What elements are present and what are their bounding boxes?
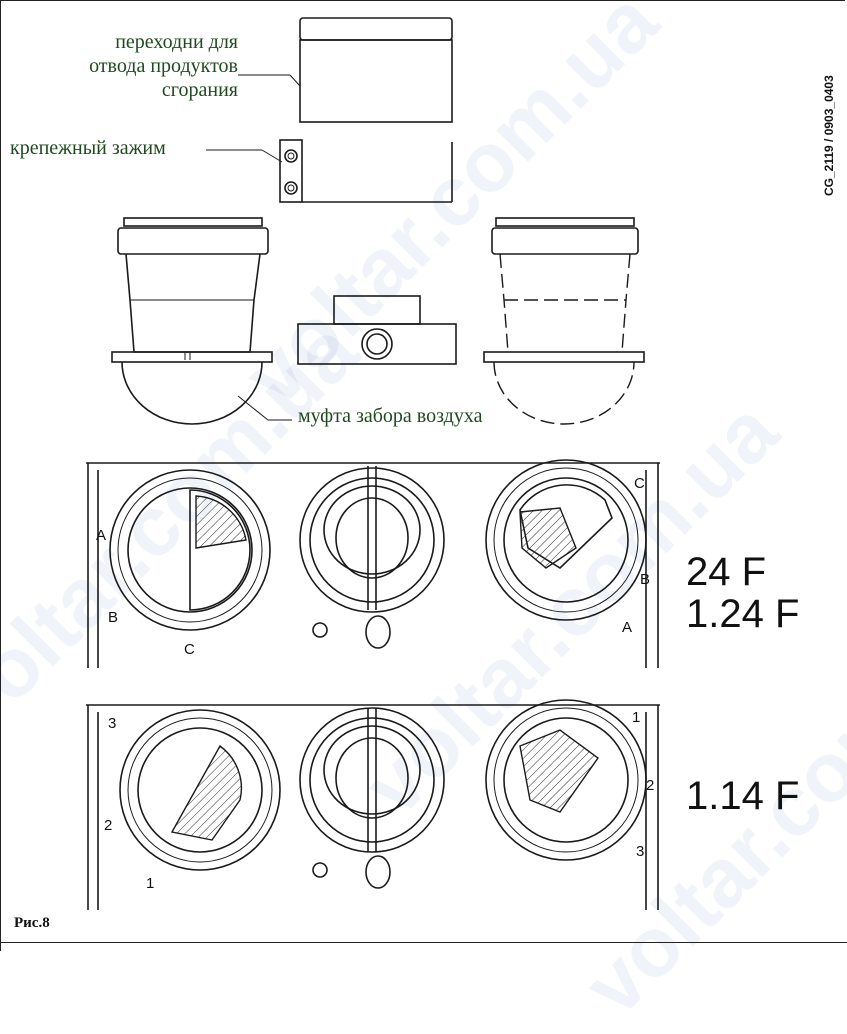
- marker-right-2: 2: [646, 777, 654, 794]
- marker-right-c: C: [634, 475, 645, 492]
- clamp-drawing: [206, 139, 453, 203]
- marker-left-2: 2: [104, 817, 112, 834]
- model-label-24f: 24 F: [686, 550, 767, 594]
- figure-frame: [0, 0, 845, 951]
- air-coupling-label: муфта забора воздуха: [298, 405, 483, 427]
- marker-left-c: C: [184, 641, 195, 658]
- flue-adapter-label: переходни для отвода продуктов сгорания: [89, 31, 238, 101]
- figure-label: Рис.8: [14, 915, 50, 931]
- model-label-124f: 1.24 F: [686, 592, 800, 636]
- marker-left-1: 1: [146, 875, 154, 892]
- marker-right-b: B: [640, 571, 650, 588]
- marker-right-3: 3: [636, 843, 644, 860]
- clamp-label: крепежный зажим: [10, 137, 166, 159]
- document-code: CG_2119 / 0903_0403: [822, 75, 836, 196]
- boiler-top-114f: [86, 699, 660, 910]
- air-coupling-hidden-view: [483, 217, 645, 425]
- marker-left-a: A: [96, 527, 106, 544]
- flue-adapter-drawing: [238, 17, 453, 123]
- marker-left-3: 3: [108, 715, 116, 732]
- marker-left-b: B: [108, 609, 118, 626]
- model-label-114f: 1.14 F: [686, 774, 800, 818]
- air-coupling-solid-view: [111, 217, 292, 425]
- technical-drawing: A B C C B A 3 2 1 1 2 3: [86, 17, 660, 910]
- boiler-top-24f: [86, 459, 660, 668]
- marker-right-1: 1: [632, 709, 640, 726]
- figure-frame-bottom: [0, 942, 847, 943]
- marker-right-a: A: [622, 619, 632, 636]
- air-coupling-top-view: [297, 295, 457, 365]
